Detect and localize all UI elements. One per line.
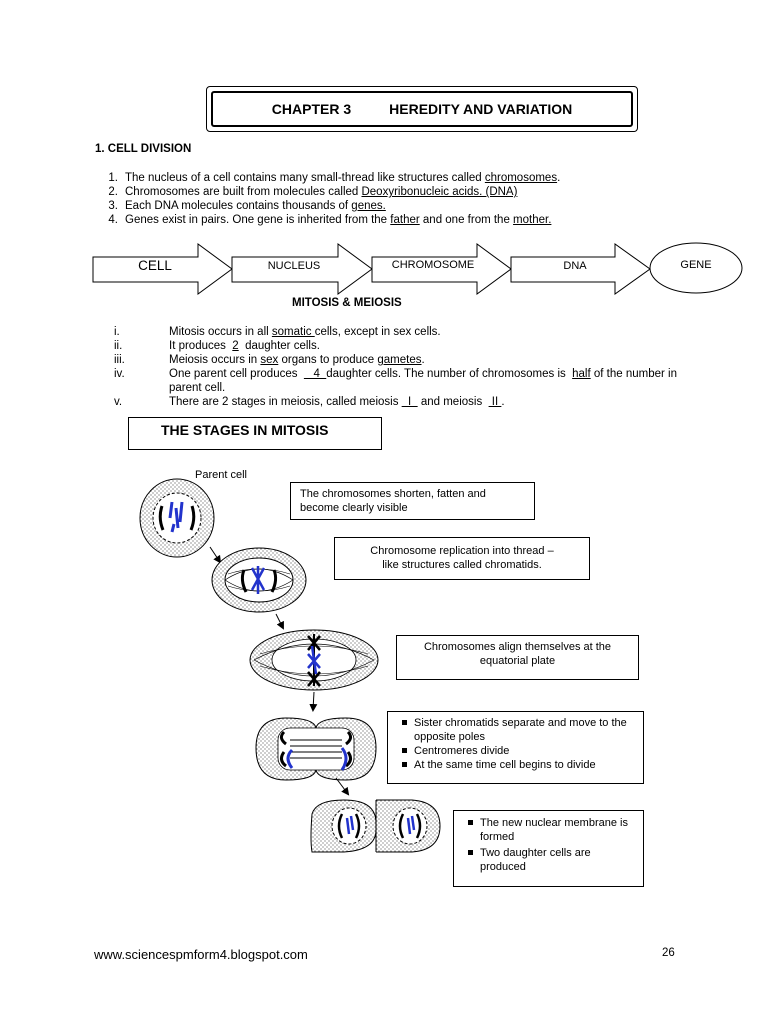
text-run: and one from the (419, 214, 514, 226)
stage-description-4: Sister chromatids separate and move to t… (387, 711, 644, 784)
flow-label-dna: DNA (563, 260, 587, 272)
page-number: 26 (662, 947, 675, 959)
arrow-nucleus (231, 243, 373, 295)
stage5-daughter-cells (310, 799, 441, 853)
stages-heading-box: THE STAGES IN MITOSIS (128, 417, 382, 450)
text-run: Deoxyribonucleic acids. (DNA) (361, 186, 518, 198)
flow-label-chromosome: CHROMOSOME (391, 259, 475, 271)
bullet-item: Two daughter cells are produced (468, 846, 635, 874)
stages-heading: THE STAGES IN MITOSIS (161, 422, 329, 438)
stage-description-2: Chromosome replication into thread – lik… (334, 537, 590, 580)
stage2-cell (211, 547, 307, 613)
list-item-number: v. (114, 396, 123, 408)
text-run: half (572, 368, 591, 380)
text-run: Genes exist in pairs. One gene is inheri… (125, 214, 391, 226)
list-item-text: One parent cell produces 4 daughter cell… (169, 367, 684, 395)
stage4-cell (255, 717, 377, 781)
text-run: Mitosis occurs in all (169, 326, 272, 338)
list-item-number: ii. (114, 340, 123, 352)
list-item-text: There are 2 stages in meiosis, called me… (169, 395, 684, 409)
list-item-text: Chromosomes are built from molecules cal… (125, 185, 676, 199)
text-run: . (557, 172, 561, 184)
list-item-number: 4. (108, 214, 118, 226)
text-run: Chromosomes are built from molecules cal… (125, 186, 362, 198)
stage-description-5: The new nuclear membrane is formed Two d… (453, 810, 644, 887)
bullet-item: Centromeres divide (402, 744, 637, 758)
text-run: One parent cell produces (169, 368, 304, 380)
text-run: sex (260, 354, 279, 366)
text-run: I (401, 396, 418, 408)
text-run: Each DNA molecules contains thousands of (125, 200, 352, 212)
text-run: daughter cells. The number of chromosome… (326, 368, 573, 380)
list-item: 4. Genes exist in pairs. One gene is inhe… (96, 213, 676, 227)
flow-label-cell: CELL (138, 258, 172, 273)
text-run: cells, except in sex cells. (314, 326, 441, 338)
list-item: v. There are 2 stages in meiosis, called … (114, 395, 684, 409)
arrow-dna (510, 243, 651, 295)
text-run: gametes (377, 354, 422, 366)
list-item-text: The nucleus of a cell contains many smal… (125, 171, 676, 185)
list-item: ii. It produces 2 daughter cells. (114, 339, 684, 353)
text-run: II (488, 396, 502, 408)
list-item-text: Mitosis occurs in all somatic cells, exc… (169, 325, 684, 339)
list-item-text: Each DNA molecules contains thousands of… (125, 199, 676, 213)
section-heading-cell-division: 1. CELL DIVISION (95, 143, 192, 155)
list-item-text: It produces 2 daughter cells. (169, 339, 684, 353)
list-item: iii. Meiosis occurs in sex organs to prod… (114, 353, 684, 367)
list-item: 3. Each DNA molecules contains thousands … (96, 199, 676, 213)
text-run: . (421, 354, 425, 366)
list-item-number: iv. (114, 368, 125, 380)
mitosis-stages-diagram (139, 478, 441, 853)
text-run: and meiosis (417, 396, 489, 408)
list-item: 2. Chromosomes are built from molecules c… (96, 185, 676, 199)
text-run: chromosomes (484, 172, 558, 184)
text-run: Meiosis occurs in (169, 354, 261, 366)
text-run: mother. (513, 214, 552, 226)
arrow-chromosome (371, 243, 512, 295)
text-run: somatic (271, 326, 315, 338)
text-run: 4 (303, 368, 327, 380)
parent-cell-label: Parent cell (195, 469, 247, 481)
text-run: organs to produce (278, 354, 378, 366)
list-item: i. Mitosis occurs in all somatic cells, e… (114, 325, 684, 339)
list-item-number: 1. (108, 172, 118, 184)
cell-gene-flow-diagram (92, 242, 743, 295)
stage-description-3: Chromosomes align themselves at the equa… (396, 635, 639, 680)
bullet-item: Sister chromatids separate and move to t… (402, 716, 637, 744)
arrow-cell (92, 243, 233, 295)
flow-label-gene: GENE (680, 259, 712, 271)
text-run: The nucleus of a cell contains many smal… (125, 172, 485, 184)
stage3-cell (249, 629, 379, 691)
stage-description-1: The chromosomes shorten, fatten and beco… (290, 482, 535, 520)
chapter-number: CHAPTER 3 (271, 101, 352, 117)
stage1-cell (139, 478, 215, 558)
list-item-number: 2. (108, 186, 118, 198)
chapter-title: HEREDITY AND VARIATION (389, 101, 573, 117)
flow-label-nucleus: NUCLEUS (267, 260, 321, 272)
list-item-text: Meiosis occurs in sex organs to produce … (169, 353, 684, 367)
text-run: . (501, 396, 505, 408)
text-run: father (390, 214, 420, 226)
text-run: It produces (169, 340, 233, 352)
text-run: genes. (351, 200, 386, 212)
gene-ellipse (649, 242, 743, 294)
text-run: 2 (232, 340, 239, 352)
list-item: iv. One parent cell produces 4 daughter c… (114, 367, 684, 395)
text-run: daughter cells. (238, 340, 320, 352)
bullet-item: At the same time cell begins to divide (402, 758, 637, 772)
chapter-title-box: CHAPTER 3 HEREDITY AND VARIATION (206, 86, 638, 132)
list-item-number: iii. (114, 354, 125, 366)
text-run: There are 2 stages in meiosis, called me… (169, 396, 402, 408)
mitosis-meiosis-list: i. Mitosis occurs in all somatic cells, e… (114, 325, 684, 409)
list-item-text: Genes exist in pairs. One gene is inheri… (125, 213, 676, 227)
list-item: 1. The nucleus of a cell contains many sm… (96, 171, 676, 185)
footer-url: www.sciencespmform4.blogspot.com (94, 947, 308, 962)
list-item-number: 3. (108, 200, 118, 212)
list-item-number: i. (114, 326, 120, 338)
bullet-item: The new nuclear membrane is formed (468, 816, 635, 844)
section-heading-mitosis-meiosis: MITOSIS & MEIOSIS (292, 297, 402, 309)
text-run: of the number in parent cell. (169, 368, 681, 394)
cell-division-list: 1. The nucleus of a cell contains many sm… (96, 171, 676, 227)
